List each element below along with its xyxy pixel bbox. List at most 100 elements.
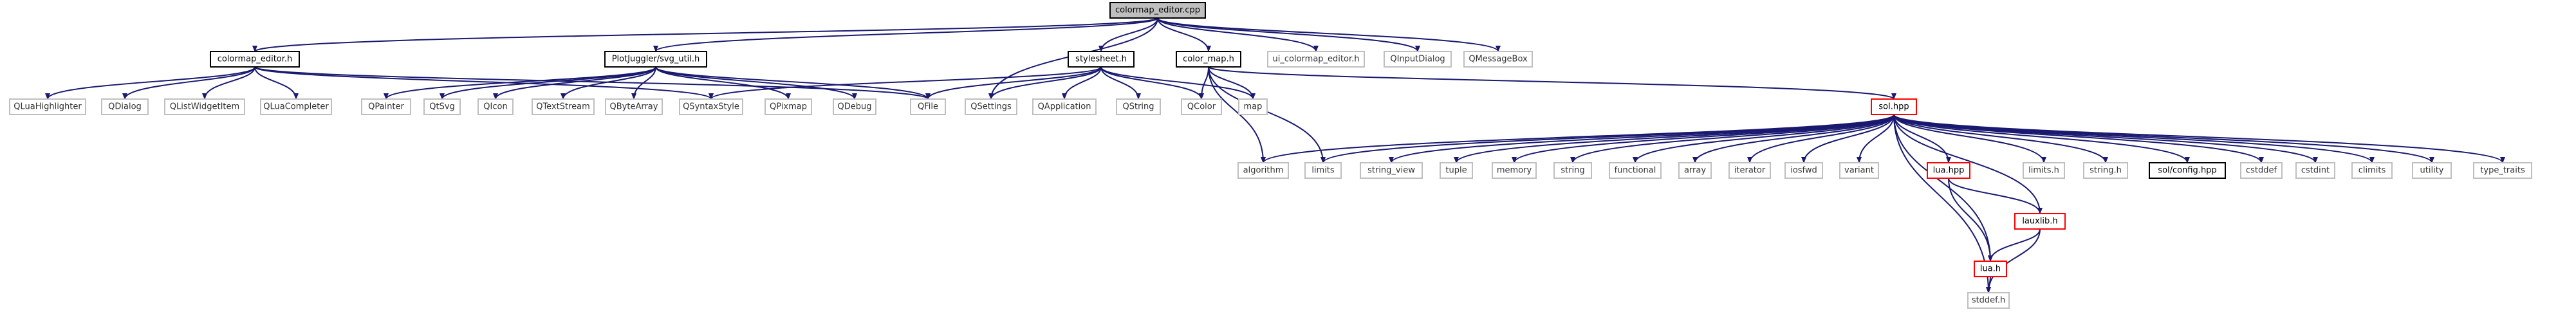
edge-sol_hpp-to-lua_hpp	[1893, 114, 1951, 163]
node-label: memory	[1497, 166, 1532, 176]
edge-colormap_editor_cpp-to-QMessageBox	[1157, 17, 1501, 52]
node-colormap-editor-cpp[interactable]: colormap_editor.cpp	[1109, 2, 1206, 19]
node-QFile: QFile	[910, 98, 946, 115]
edge-stylesheet_h-to-QFile	[925, 66, 1102, 100]
node-label: limits.h	[2028, 166, 2059, 176]
node-box	[1304, 162, 1342, 179]
node-memory: memory	[1492, 162, 1537, 179]
node-stddef-h: stddef.h	[1967, 292, 2010, 309]
node-box	[1237, 162, 1289, 179]
node-label: QSyntaxStyle	[683, 102, 739, 112]
node-string: string	[1553, 162, 1592, 179]
edge-sol_hpp-to-iosfwd	[1801, 114, 1895, 163]
node-label: lauxlib.h	[2022, 217, 2057, 226]
node-QSyntaxStyle: QSyntaxStyle	[679, 98, 743, 115]
node-iterator: iterator	[1728, 162, 1771, 179]
node-box	[1927, 162, 1970, 179]
node-box	[1440, 162, 1473, 179]
edge-lauxlib_h-to-stddef_h	[1986, 228, 2041, 293]
node-ui-colormap-editor-h: ui_colormap_editor.h	[1267, 51, 1365, 68]
node-label: type_traits	[2480, 166, 2525, 176]
node-label: QString	[1122, 102, 1154, 112]
node-label: QtSvg	[429, 102, 455, 112]
node-label: QColor	[1187, 102, 1216, 112]
node-sol-config-hpp[interactable]: sol/config.hpp	[2149, 162, 2226, 179]
node-stylesheet-h[interactable]: stylesheet.h	[1068, 51, 1135, 68]
node-box	[477, 98, 514, 115]
node-lua-hpp: lua.hpp	[1927, 162, 1970, 179]
node-label: QFile	[918, 102, 938, 112]
node-label: variant	[1844, 166, 1874, 176]
node-box	[1238, 98, 1268, 115]
node-label: QPixmap	[770, 102, 807, 112]
node-sol-hpp: sol.hpp	[1871, 98, 1917, 115]
node-array: array	[1678, 162, 1712, 179]
node-algorithm: algorithm	[1237, 162, 1289, 179]
node-QLuaHighlighter: QLuaHighlighter	[9, 98, 86, 115]
edge-sol_hpp-to-sol_config_hpp	[1893, 114, 2190, 163]
node-QPainter: QPainter	[361, 98, 411, 115]
node-layer: colormap_editor.cpp colormap_editor.h Plot…	[9, 2, 2532, 309]
node-label: climits	[2358, 166, 2386, 176]
edge-sol_hpp-to-functional	[1633, 114, 1895, 163]
node-label: string.h	[2090, 166, 2122, 176]
node-cstddef: cstddef	[2240, 162, 2283, 179]
node-box	[679, 98, 743, 115]
node-box	[101, 98, 149, 115]
node-QByteArray: QByteArray	[605, 98, 663, 115]
node-label: colormap_editor.h	[218, 55, 293, 64]
edge-colormap_editor_h-to-QListWidgetItem	[202, 66, 255, 100]
node-label: QListWidgetItem	[170, 102, 239, 112]
node-label: QDebug	[838, 102, 872, 112]
node-QString: QString	[1116, 98, 1161, 115]
node-label: map	[1244, 102, 1263, 112]
node-colormap-editor-h[interactable]: colormap_editor.h	[210, 51, 300, 68]
node-QSettings: QSettings	[965, 98, 1017, 115]
node-box	[1068, 51, 1135, 68]
node-box	[2149, 162, 2226, 179]
node-box	[1116, 98, 1161, 115]
node-label: QByteArray	[610, 102, 658, 112]
node-QMessageBox: QMessageBox	[1463, 51, 1533, 68]
edge-colormap_editor_cpp-to-stylesheet_h	[1098, 17, 1158, 52]
edge-stylesheet_h-to-QColor	[1100, 66, 1204, 100]
edge-lua_hpp-to-lua_h	[1948, 178, 1993, 262]
node-map: map	[1238, 98, 1268, 115]
node-color-map-h[interactable]: color_map.h	[1176, 51, 1241, 68]
node-box	[1974, 261, 2007, 277]
node-label: colormap_editor.cpp	[1115, 6, 1200, 15]
node-QtSvg: QtSvg	[423, 98, 461, 115]
edge-svg_util_h-to-QtSvg	[440, 66, 656, 100]
edge-sol_hpp-to-array	[1692, 114, 1895, 163]
node-box	[910, 98, 946, 115]
node-label: stylesheet.h	[1075, 55, 1127, 64]
node-svg-util-h[interactable]: PlotJuggler/svg_util.h	[604, 51, 707, 68]
edge-stylesheet_h-to-QString	[1100, 66, 1141, 100]
node-limits-h: limits.h	[2023, 162, 2065, 179]
node-box	[764, 98, 812, 115]
node-box	[1492, 162, 1537, 179]
node-box	[1181, 98, 1222, 115]
node-label: array	[1684, 166, 1706, 176]
edge-colormap_editor_h-to-QSyntaxStyle	[254, 66, 714, 100]
edge-svg_util_h-to-QDebug	[655, 66, 857, 100]
node-QInputDialog: QInputDialog	[1384, 51, 1452, 68]
node-box	[2351, 162, 2393, 179]
node-box	[532, 98, 595, 115]
node-utility: utility	[2412, 162, 2452, 179]
edge-colormap_editor_cpp-to-ui_colormap_editor_h	[1157, 17, 1319, 52]
node-QLuaCompleter: QLuaCompleter	[260, 98, 332, 115]
edge-stylesheet_h-to-QApplication	[1062, 66, 1102, 100]
edge-color_map_h-to-algorithm	[1208, 66, 1266, 163]
edge-color_map_h-to-sol_hpp	[1208, 66, 1896, 100]
node-label: QMessageBox	[1469, 55, 1528, 64]
edge-sol_hpp-to-memory	[1512, 114, 1895, 163]
node-box	[2240, 162, 2283, 179]
node-box	[833, 98, 876, 115]
node-box	[361, 98, 411, 115]
edge-colormap_editor_cpp-to-QInputDialog	[1157, 17, 1420, 52]
edge-color_map_h-to-QColor	[1199, 66, 1209, 100]
node-label: color_map.h	[1183, 55, 1234, 64]
node-label: iosfwd	[1790, 166, 1817, 176]
